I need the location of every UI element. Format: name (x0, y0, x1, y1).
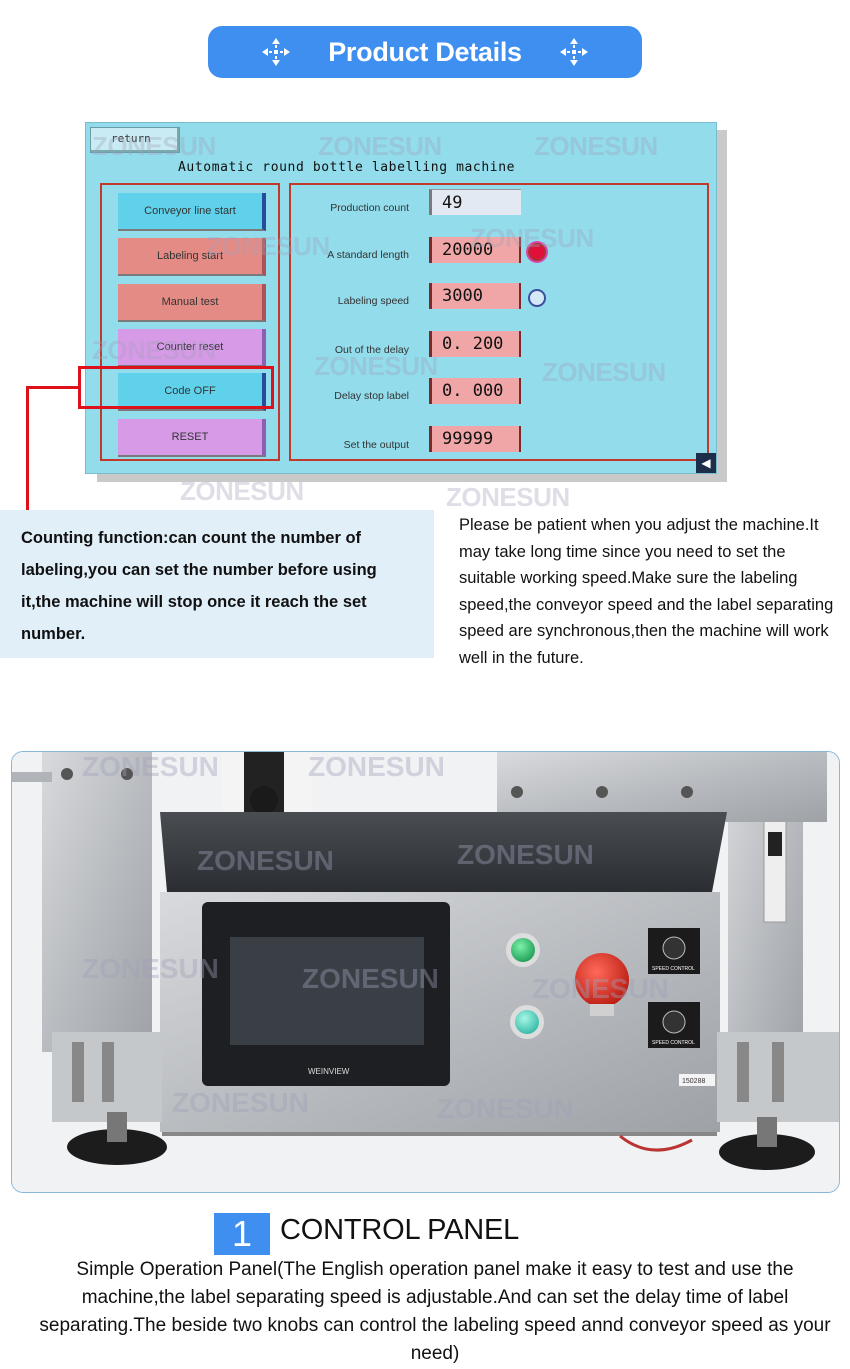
photo-watermark: ZONESUN (532, 973, 669, 1004)
set-output-label: Set the output (343, 439, 409, 451)
callout-line (26, 386, 29, 510)
counting-function-info: Counting function:can count the number o… (0, 510, 434, 658)
labeling-speed-label: Labeling speed (337, 295, 409, 307)
move-arrows-icon (559, 38, 588, 66)
parameters-panel: Production count 49 A standard length 20… (289, 183, 709, 461)
serial-label: 150288 (682, 1078, 705, 1085)
control-buttons-panel: Conveyor line start Labeling start Manua… (100, 183, 280, 461)
watermark: ZONESUN (318, 131, 442, 161)
photo-watermark: ZONESUN (197, 845, 334, 876)
status-lamp-off (528, 289, 546, 307)
production-count-value: 49 (429, 189, 521, 215)
production-count-label: Production count (330, 202, 409, 214)
header-title: Product Details (328, 36, 522, 67)
out-of-delay-input[interactable]: 0. 200 (429, 331, 521, 357)
speed-control-label-2: SPEED CONTROL (652, 1040, 695, 1046)
photo-watermark: ZONESUN (308, 752, 445, 782)
hmi-screen: return Automatic round bottle labelling … (85, 122, 717, 474)
hmi-title: Automatic round bottle labelling machine (178, 160, 516, 175)
product-details-header: Product Details (208, 26, 642, 78)
photo-watermark: ZONESUN (172, 1087, 309, 1118)
section-number-badge: 1 (214, 1213, 270, 1255)
move-arrows-icon (262, 38, 291, 66)
standard-length-label: A standard length (327, 249, 409, 261)
code-off-button[interactable]: Code OFF (118, 373, 266, 411)
back-arrow-icon[interactable]: ◀ (696, 453, 716, 473)
photo-watermark: ZONESUN (82, 953, 219, 984)
machine-photo: WEINVIEW SPEED CONTROL SPEED CONTROL 150… (11, 751, 840, 1193)
callout-line (26, 386, 79, 389)
photo-watermark: ZONESUN (82, 752, 219, 782)
set-output-input[interactable]: 99999 (429, 426, 521, 452)
photo-watermark: ZONESUN (437, 1093, 574, 1124)
delay-stop-label-label: Delay stop label (334, 390, 409, 402)
status-lamp-on (528, 243, 546, 261)
section-description: Simple Operation Panel(The English opera… (39, 1259, 831, 1364)
watermark: ZONESUN (446, 482, 570, 512)
return-button[interactable]: return (90, 127, 180, 153)
manual-test-button[interactable]: Manual test (118, 284, 266, 322)
delay-stop-label-input[interactable]: 0. 000 (429, 378, 521, 404)
speed-control-label-1: SPEED CONTROL (652, 966, 695, 972)
screen-brand-text: WEINVIEW (308, 1067, 350, 1076)
labeling-start-button[interactable]: Labeling start (118, 238, 266, 276)
patience-note: Please be patient when you adjust the ma… (459, 516, 834, 667)
counter-reset-button[interactable]: Counter reset (118, 329, 266, 367)
section-title: CONTROL PANEL (280, 1214, 520, 1246)
conveyor-line-start-button[interactable]: Conveyor line start (118, 193, 266, 231)
hmi-screenshot: return Automatic round bottle labelling … (85, 122, 727, 482)
watermark: ZONESUN (534, 131, 658, 161)
labeling-speed-input[interactable]: 3000 (429, 283, 521, 309)
standard-length-input[interactable]: 20000 (429, 237, 521, 263)
out-of-delay-label: Out of the delay (334, 344, 409, 356)
reset-button[interactable]: RESET (118, 419, 266, 457)
photo-watermark: ZONESUN (302, 963, 439, 994)
photo-watermark: ZONESUN (457, 839, 594, 870)
code-off-highlight (78, 366, 274, 409)
